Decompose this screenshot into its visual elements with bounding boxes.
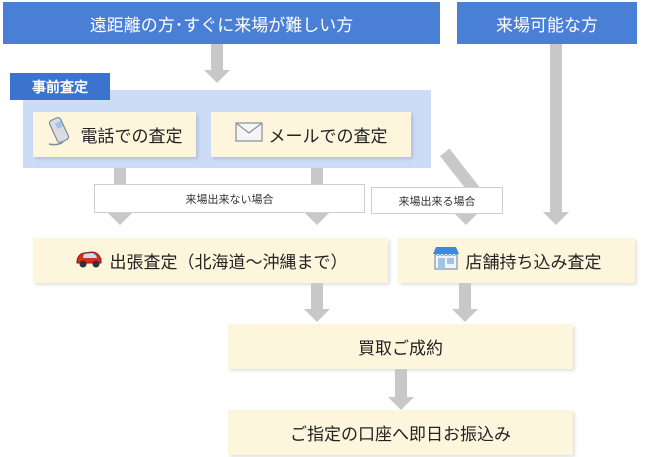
onsite-appraisal-box: 出張査定（北海道〜沖縄まで） xyxy=(33,238,388,283)
header-remote: 遠距離の方･すぐに来場が難しい方 xyxy=(3,2,440,44)
note-can-visit-label: 来場出来る場合 xyxy=(398,194,476,208)
arrow-shaft-purchase-to-transfer xyxy=(395,369,407,397)
purchase-box: 買取ご成約 xyxy=(228,324,573,369)
arrow-shaft-onsite-to-purchase xyxy=(311,283,323,309)
arrow-head-store-to-purchase xyxy=(452,309,478,322)
mail-appraisal-label: メールでの査定 xyxy=(268,127,388,147)
arrow-shaft-visit xyxy=(550,44,562,212)
note-cannot-visit-label: 来場出来ない場合 xyxy=(185,192,274,206)
arrow-head-center xyxy=(304,212,330,225)
envelope-icon xyxy=(234,122,263,147)
transfer-box: ご指定の口座へ即日お振込み xyxy=(228,410,573,455)
phone-appraisal-box: 電話での査定 xyxy=(33,112,196,157)
arrow-head-left xyxy=(107,212,133,225)
store-icon xyxy=(432,245,460,276)
store-appraisal-box: 店舗持ち込み査定 xyxy=(398,238,635,283)
mail-appraisal-box: メールでの査定 xyxy=(211,112,411,157)
car-icon xyxy=(74,247,104,274)
arrow-head-onsite-to-purchase xyxy=(304,309,330,322)
arrow-head-visit xyxy=(543,212,569,225)
onsite-appraisal-label: 出張査定（北海道〜沖縄まで） xyxy=(109,253,348,273)
note-can-visit: 来場出来る場合 xyxy=(371,187,503,214)
phone-icon xyxy=(47,116,75,153)
arrow-head-diagonal xyxy=(453,212,479,225)
arrow-head-remote xyxy=(204,70,230,83)
arrow-shaft-store-to-purchase xyxy=(459,283,471,309)
header-visit: 来場可能な方 xyxy=(457,2,637,44)
phone-appraisal-label: 電話での査定 xyxy=(80,127,183,147)
note-cannot-visit: 来場出来ない場合 xyxy=(94,184,365,213)
header-remote-label: 遠距離の方･すぐに来場が難しい方 xyxy=(89,15,354,36)
arrow-head-purchase-to-transfer xyxy=(388,397,414,410)
transfer-label: ご指定の口座へ即日お振込み xyxy=(290,425,511,445)
store-appraisal-label: 店舗持ち込み査定 xyxy=(465,253,602,273)
purchase-label: 買取ご成約 xyxy=(358,339,443,359)
prior-appraisal-tag: 事前査定 xyxy=(10,73,110,100)
prior-appraisal-tag-label: 事前査定 xyxy=(32,79,88,96)
header-visit-label: 来場可能な方 xyxy=(496,15,598,36)
arrow-shaft-remote xyxy=(211,44,223,70)
